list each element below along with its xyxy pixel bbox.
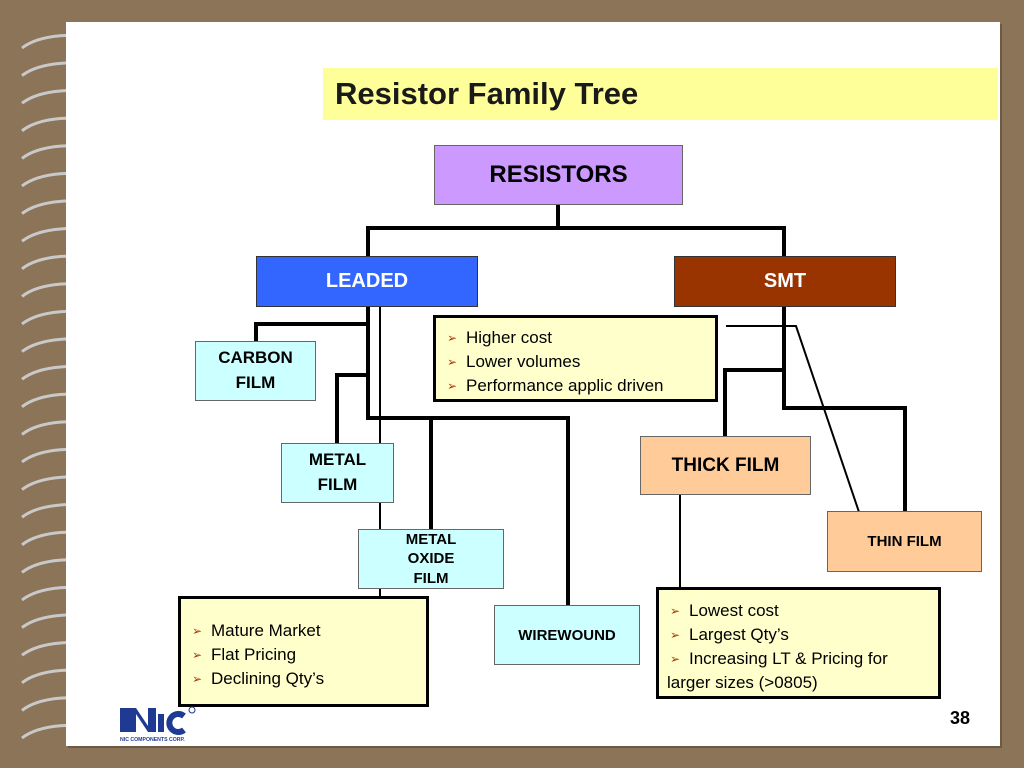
note-item: Lower volumes — [444, 350, 709, 374]
note-smt: Higher cost Lower volumes Performance ap… — [433, 315, 718, 402]
node-label: METAL FILM — [308, 450, 367, 494]
node-label: SMT — [763, 270, 807, 292]
note-item: Largest Qty’s — [667, 623, 932, 647]
node-label: LEADED — [325, 270, 409, 292]
note-thick-film: Lowest cost Largest Qty’s Increasing LT … — [656, 587, 941, 699]
node-label: THIN FILM — [867, 533, 942, 550]
note-item: Higher cost — [444, 326, 709, 350]
note-list: Higher cost Lower volumes Performance ap… — [444, 326, 709, 398]
note-item: Lowest cost — [667, 599, 932, 623]
node-metal-oxide-film: METAL OXIDE FILM — [358, 529, 504, 589]
nic-logo-icon: NIC COMPONENTS CORP. — [120, 706, 196, 743]
note-leaded: Mature Market Flat Pricing Declining Qty… — [178, 596, 429, 707]
logo-text: NIC COMPONENTS CORP. — [120, 737, 185, 743]
note-item-continuation: larger sizes (>0805) — [667, 673, 818, 692]
node-wirewound: WIREWOUND — [494, 605, 640, 665]
node-label: CARBON FILM — [218, 348, 293, 392]
page-number: 38 — [950, 708, 971, 728]
node-resistors: RESISTORS — [434, 145, 683, 205]
note-item: Mature Market — [189, 619, 420, 643]
note-item: Performance applic driven — [444, 374, 709, 398]
node-thick-film: THICK FILM — [640, 436, 811, 495]
note-list: Mature Market Flat Pricing Declining Qty… — [189, 619, 420, 691]
node-label: METAL OXIDE FILM — [405, 530, 457, 587]
slide-title: Resistor Family Tree — [335, 76, 639, 111]
node-carbon-film: CARBON FILM — [195, 341, 316, 401]
note-list: Lowest cost Largest Qty’s Increasing LT … — [667, 599, 932, 671]
node-label: WIREWOUND — [518, 626, 616, 644]
title-band — [323, 68, 998, 120]
note-item: Flat Pricing — [189, 643, 420, 667]
node-label: RESISTORS — [489, 161, 628, 188]
note-item: Declining Qty’s — [189, 667, 420, 691]
node-metal-film: METAL FILM — [281, 443, 394, 503]
node-leaded: LEADED — [256, 256, 478, 307]
node-thin-film: THIN FILM — [827, 511, 982, 572]
node-smt: SMT — [674, 256, 896, 307]
note-item: Increasing LT & Pricing for — [667, 647, 932, 671]
node-label: THICK FILM — [671, 454, 780, 476]
